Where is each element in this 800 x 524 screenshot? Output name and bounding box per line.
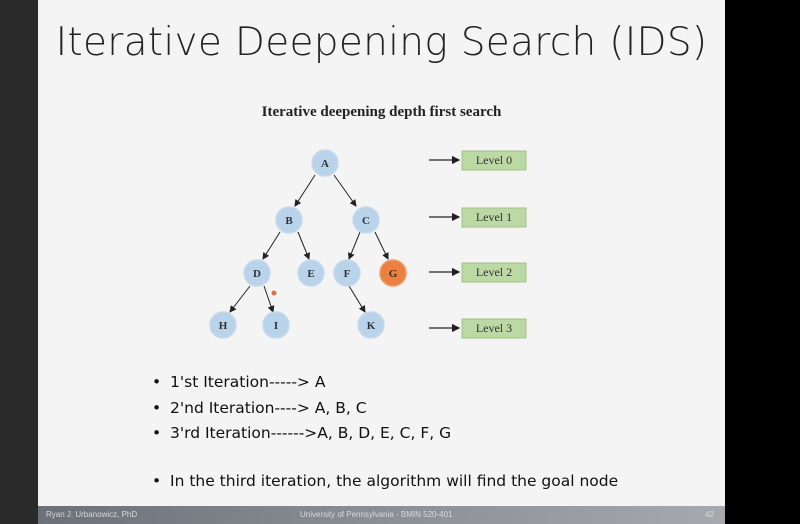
tree-node-a: A bbox=[311, 149, 339, 177]
tree-node-c: C bbox=[352, 206, 380, 234]
iteration-item-3: 3'rd Iteration------>A, B, D, E, C, F, G bbox=[150, 421, 451, 447]
svg-text:E: E bbox=[307, 268, 314, 280]
edge-b-e bbox=[297, 231, 310, 260]
slide-title: Iterative Deepening Search (IDS) bbox=[55, 20, 708, 65]
edge-a-c bbox=[333, 174, 357, 207]
edge-c-f bbox=[348, 231, 361, 260]
iteration-item-1: 1'st Iteration-----> A bbox=[150, 370, 451, 396]
tree-diagram: A B C D E F G H bbox=[209, 149, 527, 339]
tree-node-k: K bbox=[357, 311, 385, 339]
svg-text:Level 1: Level 1 bbox=[476, 210, 512, 224]
svg-text:F: F bbox=[344, 268, 351, 280]
footer-author: Ryan J. Urbanowicz, PhD bbox=[46, 510, 138, 519]
svg-text:Level 0: Level 0 bbox=[476, 153, 512, 167]
level-2-box: Level 2 bbox=[461, 262, 527, 283]
edge-f-k bbox=[348, 285, 366, 313]
svg-text:D: D bbox=[253, 268, 261, 280]
conclusion-bullet: In the third iteration, the algorithm wi… bbox=[150, 472, 618, 490]
tree-node-b: B bbox=[275, 206, 303, 234]
edge-d-h bbox=[229, 285, 251, 313]
slide-footer: Ryan J. Urbanowicz, PhD University of Pe… bbox=[38, 506, 725, 524]
level-0-box: Level 0 bbox=[461, 150, 527, 171]
footer-page-number: 42 bbox=[705, 510, 714, 519]
level-1-box: Level 1 bbox=[461, 207, 527, 228]
tree-node-d: D bbox=[243, 259, 271, 287]
left-side-bar bbox=[0, 0, 38, 524]
tree-node-h: H bbox=[209, 311, 237, 339]
svg-text:Level 2: Level 2 bbox=[476, 265, 512, 279]
cursor-dot-icon bbox=[271, 290, 277, 296]
svg-text:A: A bbox=[321, 158, 329, 170]
tree-node-f: F bbox=[333, 259, 361, 287]
edge-c-g bbox=[374, 231, 389, 260]
slide: Iterative Deepening Search (IDS) Iterati… bbox=[38, 0, 725, 524]
tree-node-i: I bbox=[262, 311, 290, 339]
edge-d-i bbox=[263, 285, 275, 313]
edge-a-b bbox=[294, 174, 316, 207]
svg-text:I: I bbox=[274, 320, 278, 332]
level-3-box: Level 3 bbox=[461, 318, 527, 339]
svg-text:G: G bbox=[389, 268, 398, 280]
svg-text:H: H bbox=[219, 320, 228, 332]
figure-title: Iterative deepening depth first search bbox=[261, 104, 502, 120]
iteration-list: 1'st Iteration-----> A 2'nd Iteration---… bbox=[150, 370, 451, 447]
svg-text:B: B bbox=[285, 215, 293, 227]
iteration-item-2: 2'nd Iteration----> A, B, C bbox=[150, 396, 451, 422]
svg-text:C: C bbox=[362, 215, 370, 227]
right-side-bar bbox=[725, 0, 800, 524]
tree-node-e: E bbox=[297, 259, 325, 287]
svg-text:Level 3: Level 3 bbox=[476, 321, 512, 335]
tree-node-g-goal: G bbox=[379, 259, 407, 287]
footer-institution: University of Pennsylvania - BMIN 520-40… bbox=[300, 510, 453, 519]
svg-text:K: K bbox=[367, 320, 376, 332]
edge-b-d bbox=[262, 231, 281, 260]
